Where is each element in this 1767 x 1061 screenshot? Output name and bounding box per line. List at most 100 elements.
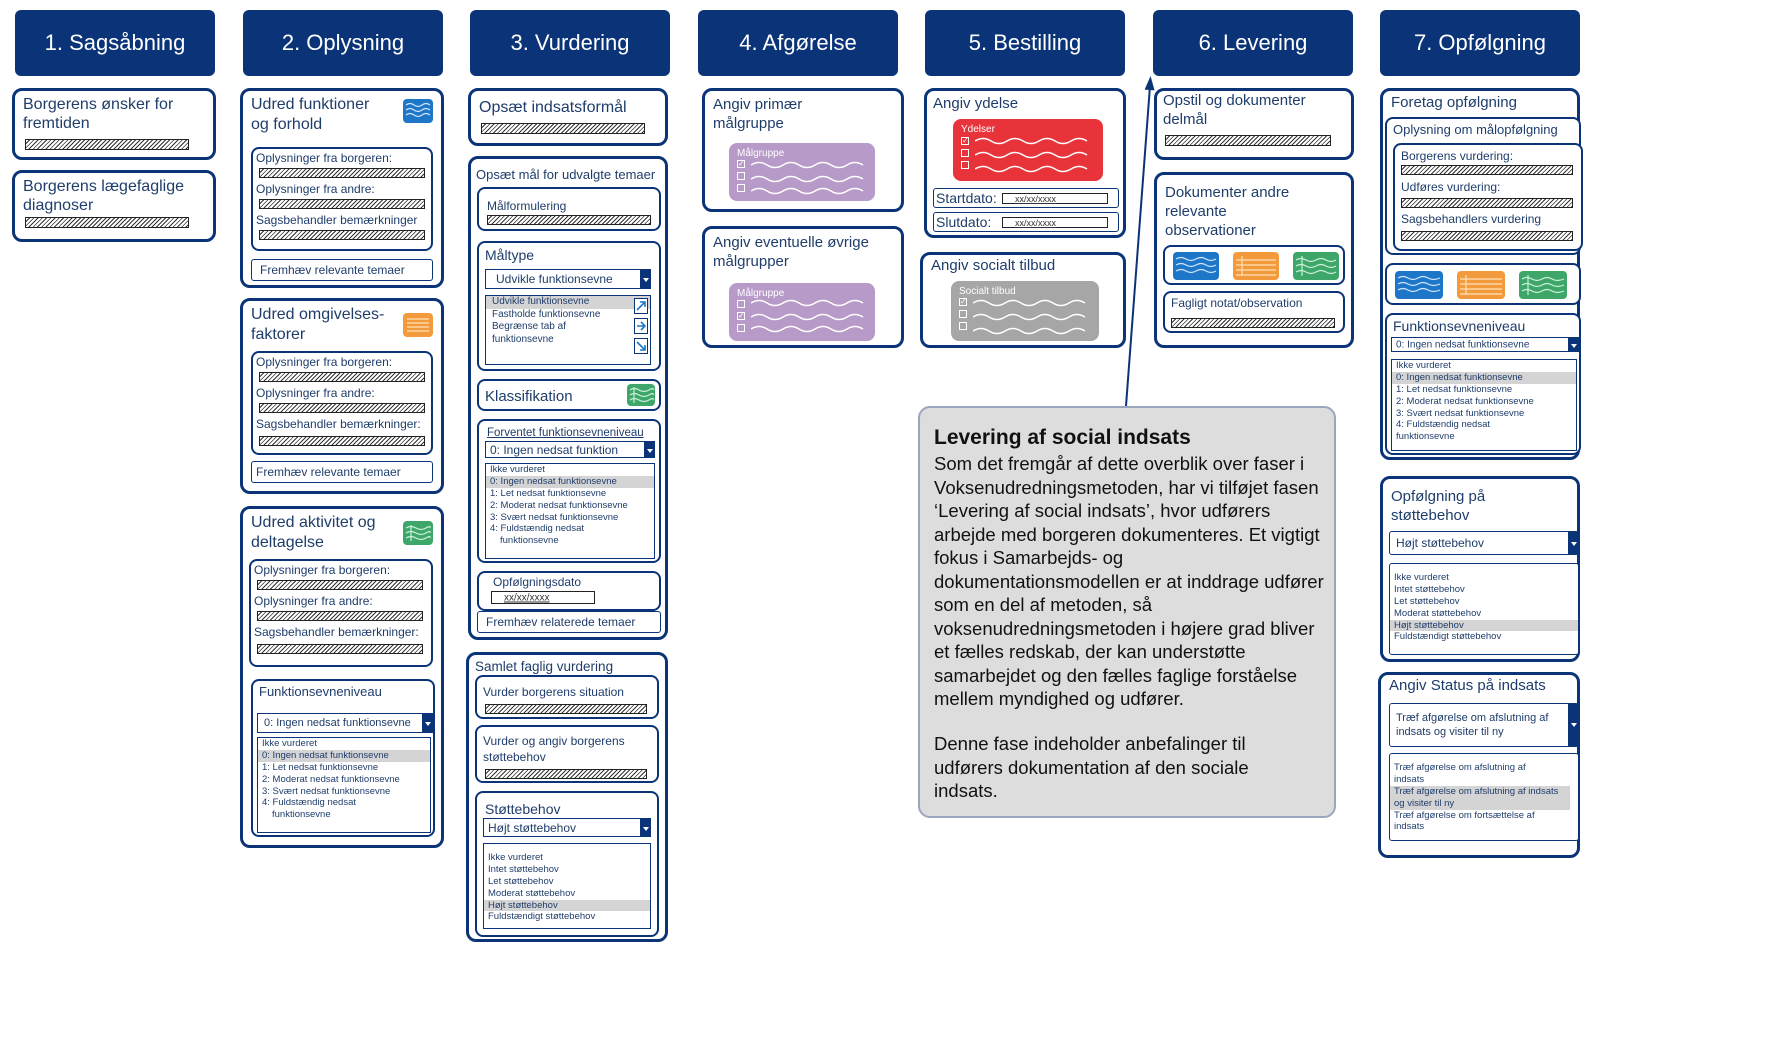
option-item[interactable]: 4: Fuldstændig nedsat	[1396, 419, 1491, 431]
option-item[interactable]: Ikke vurderet	[1396, 360, 1451, 371]
green-document-icon[interactable]	[1293, 252, 1339, 280]
goal-type-select[interactable]: Udvikle funktionsevne	[485, 269, 651, 289]
option-item[interactable]: 1: Let nedsat funktionsevne	[1396, 383, 1513, 395]
blue-document-icon[interactable]	[1173, 252, 1219, 280]
checkbox-checked[interactable]: ✓	[961, 136, 969, 145]
env-highlight-themes-button[interactable]: Fremhæv relevante temaer	[251, 461, 433, 483]
effort-goal-field[interactable]	[481, 123, 645, 134]
option-item[interactable]: Let støttebehov	[1394, 595, 1460, 607]
option-item[interactable]: Træf afgørelse om fortsættelse af indsat…	[1394, 809, 1535, 833]
checkbox[interactable]	[959, 310, 967, 318]
function-level-select[interactable]: 0: Ingen nedsat funktionsevne	[257, 713, 433, 733]
checkbox[interactable]	[737, 184, 745, 192]
support-followup-select[interactable]: Højt støttebehov	[1389, 531, 1579, 555]
related-themes-button[interactable]: Fremhæv relaterede temaer	[477, 611, 661, 633]
assess-support-field[interactable]	[485, 769, 647, 779]
chevron-down-icon[interactable]	[640, 270, 650, 288]
subgoals-field[interactable]	[1165, 135, 1331, 146]
checkbox[interactable]	[737, 300, 745, 308]
goal-formulation-field[interactable]	[487, 215, 651, 225]
diagnoses-field[interactable]	[25, 217, 189, 228]
chevron-down-icon[interactable]	[1568, 338, 1578, 351]
end-date-field[interactable]: xx/xx/xxxx	[1002, 217, 1108, 228]
chevron-down-icon[interactable]	[1568, 704, 1578, 746]
option-item[interactable]: 3: Svært nedsat funktionsevne	[1396, 407, 1525, 419]
checkbox[interactable]	[737, 172, 745, 180]
citizen-assessment-field[interactable]	[1401, 165, 1573, 175]
option-item[interactable]: 2: Moderat nedsat funktionsevne	[1396, 395, 1534, 407]
option-item[interactable]: 1: Let nedsat funktionsevne	[490, 487, 607, 499]
option-item[interactable]: Begrænse tab af	[492, 321, 566, 332]
blue-document-icon[interactable]	[1395, 271, 1443, 299]
effort-status-select[interactable]: Træf afgørelse om afslutning af indsats …	[1389, 703, 1579, 747]
caseworker-assessment-field[interactable]	[1401, 231, 1573, 241]
professional-note-field[interactable]	[1171, 318, 1335, 328]
target-group-card[interactable]: Målgruppe ✓	[729, 283, 875, 341]
chevron-down-icon[interactable]	[1568, 532, 1578, 554]
option-item[interactable]: Ikke vurderet	[488, 852, 543, 863]
orange-document-icon[interactable]	[1233, 252, 1279, 280]
support-need-select[interactable]: Højt støttebehov	[483, 818, 651, 837]
option-item[interactable]: Træf afgørelse om afslutning af indsats	[1394, 762, 1526, 785]
option-item[interactable]: Ikke vurderet	[262, 738, 317, 749]
option-item-selected[interactable]: Højt støttebehov	[1390, 619, 1578, 632]
option-item-selected[interactable]: 0: Ingen nedsat funktionsevne	[258, 749, 430, 762]
start-date-value: xx/xx/xxxx	[1015, 193, 1057, 204]
info-from-citizen-field[interactable]	[259, 168, 425, 178]
chevron-down-icon[interactable]	[640, 819, 650, 836]
checkbox-checked[interactable]: ✓	[959, 297, 967, 306]
checkbox-checked[interactable]: ✓	[737, 311, 745, 320]
chevron-down-icon[interactable]	[644, 442, 654, 457]
followup-date-field[interactable]: xx/xx/xxxx	[491, 591, 595, 604]
env-info-from-others-field[interactable]	[259, 403, 425, 413]
option-item[interactable]: Let støttebehov	[488, 875, 554, 887]
wishes-field[interactable]	[25, 139, 189, 150]
target-group-card[interactable]: Målgruppe ✓	[729, 143, 875, 201]
option-item-selected[interactable]: Højt støttebehov	[484, 899, 650, 912]
option-item[interactable]: 2: Moderat nedsat funktionsevne	[262, 773, 400, 785]
option-item[interactable]: 4: Fuldstændig nedsat	[490, 523, 585, 535]
highlight-themes-button[interactable]: Fremhæv relevante temaer	[251, 259, 433, 281]
option-item-selected[interactable]: Udvikle funktionsevne	[486, 296, 650, 309]
option-item[interactable]: 3: Svært nedsat funktionsevne	[490, 511, 619, 523]
option-item[interactable]: Moderat støttebehov	[488, 887, 576, 899]
checkbox[interactable]	[961, 161, 969, 169]
option-item[interactable]: Fuldstændigt støttebehov	[488, 911, 596, 923]
option-item[interactable]: 4: Fuldstændig nedsat	[262, 797, 357, 809]
option-item[interactable]: 3: Svært nedsat funktionsevne	[262, 785, 391, 797]
followup-function-level-select[interactable]: 0: Ingen nedsat funktionsevne	[1391, 337, 1579, 352]
option-item[interactable]: Fuldstændigt støttebehov	[1394, 631, 1502, 643]
services-card[interactable]: Ydelser ✓	[953, 119, 1103, 181]
citizen-assessment-label: Borgerens vurdering:	[1401, 149, 1514, 163]
assess-situation-field[interactable]	[485, 704, 647, 714]
option-item[interactable]: 1: Let nedsat funktionsevne	[262, 761, 379, 773]
info-from-others-field[interactable]	[259, 199, 425, 209]
act-caseworker-remarks-field[interactable]	[257, 644, 423, 654]
chevron-down-icon[interactable]	[422, 714, 432, 732]
env-caseworker-remarks-field[interactable]	[259, 436, 425, 446]
option-item[interactable]: Ikke vurderet	[1394, 572, 1449, 583]
env-info-from-citizen-field[interactable]	[259, 372, 425, 382]
provider-assessment-field[interactable]	[1401, 198, 1573, 208]
checkbox[interactable]	[959, 322, 967, 330]
option-item[interactable]: 2: Moderat nedsat funktionsevne	[490, 499, 628, 511]
checkbox[interactable]	[961, 149, 969, 157]
start-date-field[interactable]: xx/xx/xxxx	[1002, 193, 1108, 204]
checkbox-checked[interactable]: ✓	[737, 159, 745, 168]
orange-document-icon[interactable]	[1457, 271, 1505, 299]
option-item-selected[interactable]: 0: Ingen nedsat funktionsevne	[486, 475, 654, 488]
option-item[interactable]: Intet støttebehov	[1394, 583, 1465, 595]
checkbox[interactable]	[737, 324, 745, 332]
act-info-from-others-field[interactable]	[257, 611, 423, 621]
option-item-selected[interactable]: 0: Ingen nedsat funktionsevne	[1392, 371, 1576, 384]
social-offer-card[interactable]: Socialt tilbud ✓	[951, 281, 1099, 341]
option-item[interactable]: Intet støttebehov	[488, 863, 559, 875]
act-info-from-citizen-field[interactable]	[257, 580, 423, 590]
option-item-selected[interactable]: Træf afgørelse om afslutning af indsats …	[1390, 785, 1570, 810]
green-document-icon[interactable]	[1519, 271, 1567, 299]
caseworker-remarks-field[interactable]	[259, 230, 425, 240]
option-item[interactable]: Moderat støttebehov	[1394, 607, 1482, 619]
option-item[interactable]: Ikke vurderet	[490, 464, 545, 475]
expected-level-select[interactable]: 0: Ingen nedsat funktion	[485, 441, 655, 458]
option-item[interactable]: Fastholde funktionsevne	[492, 308, 601, 320]
